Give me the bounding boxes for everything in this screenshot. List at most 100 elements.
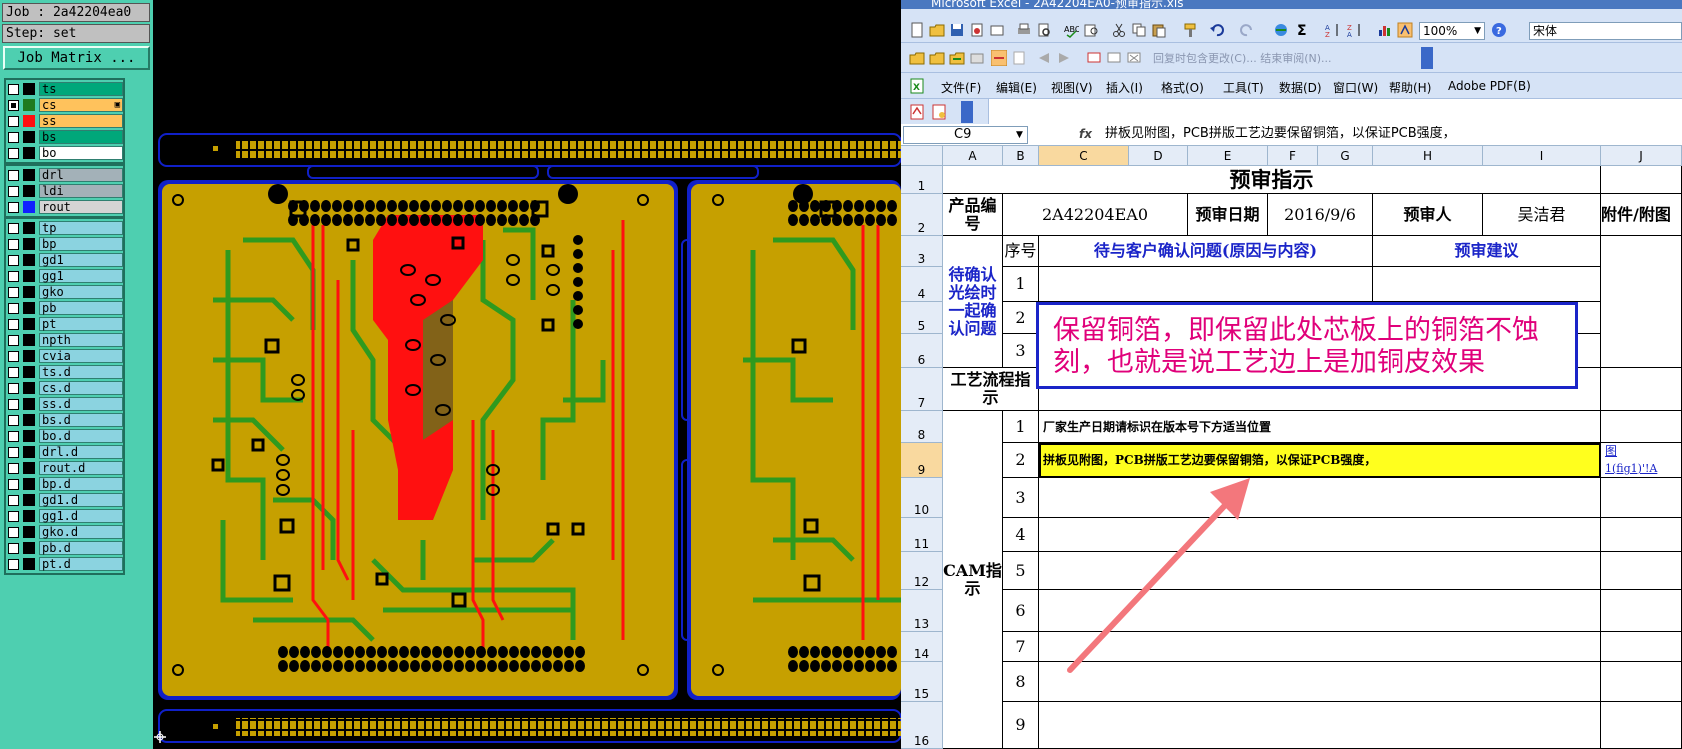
layer-checkbox[interactable] [8, 430, 19, 442]
layer-name[interactable]: pb.d [39, 541, 123, 555]
research-icon[interactable] [1083, 22, 1099, 38]
layer-checkbox[interactable] [8, 542, 19, 554]
process-cell[interactable] [1039, 368, 1601, 411]
layer-checkbox[interactable] [8, 398, 19, 410]
confirm-header[interactable]: 待与客户确认问题(原因与内容) [1039, 236, 1373, 267]
layer-checkbox[interactable] [8, 99, 19, 111]
format-painter-icon[interactable] [1183, 22, 1199, 38]
layer-row-pt.d[interactable]: pt.d [6, 556, 123, 572]
layer-checkbox[interactable] [8, 286, 19, 298]
layer-row-cvia[interactable]: cvia [6, 348, 123, 364]
folder-open-icon[interactable] [929, 50, 945, 66]
column-header-f[interactable]: F [1268, 146, 1318, 166]
select-all-corner[interactable] [901, 146, 943, 166]
column-header-d[interactable]: D [1129, 146, 1188, 166]
suggest-header[interactable]: 预审建议 [1373, 236, 1601, 267]
layer-row-pt[interactable]: pt [6, 316, 123, 332]
layer-checkbox[interactable] [8, 270, 19, 282]
cam-instruction-cell[interactable] [1039, 478, 1601, 518]
next-comment-icon[interactable] [1056, 50, 1072, 66]
column-header-g[interactable]: G [1318, 146, 1373, 166]
layer-row-bp[interactable]: bp [6, 236, 123, 252]
cam-seq[interactable]: 7 [1003, 632, 1039, 662]
chart-wizard-icon[interactable] [1377, 22, 1393, 38]
layer-row-bp.d[interactable]: bp.d [6, 476, 123, 492]
track-changes-icon[interactable] [991, 50, 1007, 66]
layer-name[interactable]: bo [39, 146, 123, 160]
copy-icon[interactable] [1131, 22, 1147, 38]
formula-input[interactable]: 拼板见附图，PCB拼版工艺边要保留铜箔，以保证PCB强度， [1105, 126, 1456, 141]
process-label[interactable]: 工艺流程指示 [943, 368, 1039, 411]
name-box[interactable]: C9 [903, 126, 1028, 144]
cam-instruction-cell[interactable] [1039, 662, 1601, 702]
permission-icon[interactable] [969, 22, 985, 38]
layer-name[interactable]: ss.d [39, 397, 123, 411]
menu-item[interactable]: 窗口(W) [1333, 81, 1379, 95]
previous-comment-icon[interactable] [1036, 50, 1052, 66]
cell-j3[interactable] [1601, 236, 1682, 368]
layer-name[interactable]: gko [39, 285, 123, 299]
cam-instruction-cell[interactable] [1039, 632, 1601, 662]
cam-seq[interactable]: 6 [1003, 590, 1039, 632]
menu-item[interactable]: 帮助(H) [1389, 81, 1432, 95]
chevron-down-icon[interactable]: ▼ [1016, 130, 1023, 140]
row-header-8[interactable]: 8 [901, 411, 943, 443]
layer-name[interactable]: pt.d [39, 557, 123, 571]
layer-row-drl.d[interactable]: drl.d [6, 444, 123, 460]
layer-checkbox[interactable] [8, 83, 19, 95]
job-matrix-button[interactable]: Job Matrix ... [3, 46, 150, 70]
mail-icon[interactable] [969, 50, 985, 66]
layer-name[interactable]: ts.d [39, 365, 123, 379]
layer-name[interactable]: gd1.d [39, 493, 123, 507]
layer-name[interactable]: ss [39, 114, 123, 128]
layer-row-npth[interactable]: npth [6, 332, 123, 348]
layer-row-rout[interactable]: rout [6, 199, 123, 215]
help-icon[interactable]: ? [1491, 22, 1507, 38]
layer-checkbox[interactable] [8, 366, 19, 378]
redo-icon[interactable] [1239, 22, 1255, 38]
layer-name[interactable]: tp [39, 221, 123, 235]
print-preview-icon[interactable] [1036, 22, 1052, 38]
column-header-b[interactable]: B [1003, 146, 1039, 166]
cell-j[interactable] [1601, 411, 1682, 443]
product-no-value[interactable]: 2A42204EA0 [1003, 194, 1188, 236]
row-header-2[interactable]: 2 [901, 194, 943, 236]
layer-row-gg1[interactable]: gg1 [6, 268, 123, 284]
cam-seq[interactable]: 3 [1003, 478, 1039, 518]
attachment-link-ref[interactable]: 1(fig1)'!A [1605, 462, 1658, 475]
pdf-icon[interactable] [909, 104, 925, 120]
cam-seq[interactable]: 8 [1003, 662, 1039, 702]
layer-row-bo[interactable]: bo [6, 145, 123, 161]
row-header-15[interactable]: 15 [901, 662, 943, 702]
menu-item[interactable]: 格式(O) [1161, 81, 1204, 95]
cell-j[interactable] [1601, 478, 1682, 518]
delete-comment-icon[interactable] [1126, 50, 1142, 66]
pending-question-cell[interactable] [1039, 267, 1373, 302]
show-comment-icon[interactable] [1106, 50, 1122, 66]
cam-instruction-cell[interactable] [1039, 590, 1601, 632]
sheet-title[interactable]: 预审指示 [943, 166, 1601, 194]
layer-name[interactable]: bo.d [39, 429, 123, 443]
cam-instruction-cell[interactable] [1039, 702, 1601, 749]
review-toolbar-text[interactable]: 回复时包含更改(C)... 结束审阅(N)... [1153, 52, 1332, 65]
zoom-select[interactable]: 100%▼ [1419, 22, 1485, 40]
layer-row-rout.d[interactable]: rout.d [6, 460, 123, 476]
layer-name[interactable]: gko.d [39, 525, 123, 539]
pending-confirm-label[interactable]: 待确认光绘时一起确认问题 [943, 236, 1003, 368]
reviewer-label[interactable]: 预审人 [1373, 194, 1483, 236]
layer-row-gko[interactable]: gko [6, 284, 123, 300]
menu-item[interactable]: 数据(D) [1279, 81, 1322, 95]
undo-icon[interactable] [1209, 22, 1225, 38]
layer-checkbox[interactable] [8, 201, 19, 213]
row-header-3[interactable]: 3 [901, 236, 943, 267]
sort-ascending-icon[interactable]: AZ [1325, 22, 1341, 38]
pending-seq[interactable]: 3 [1003, 334, 1039, 368]
layer-name[interactable]: cs.d [39, 381, 123, 395]
row-header-5[interactable]: 5 [901, 302, 943, 334]
layer-checkbox[interactable] [8, 494, 19, 506]
layer-name[interactable]: gd1 [39, 253, 123, 267]
attachment-link-text[interactable]: 图 [1605, 444, 1618, 458]
autosum-icon[interactable]: Σ [1295, 22, 1311, 38]
sort-descending-icon[interactable]: ZA [1347, 22, 1363, 38]
product-no-label[interactable]: 产品编号 [943, 194, 1003, 236]
